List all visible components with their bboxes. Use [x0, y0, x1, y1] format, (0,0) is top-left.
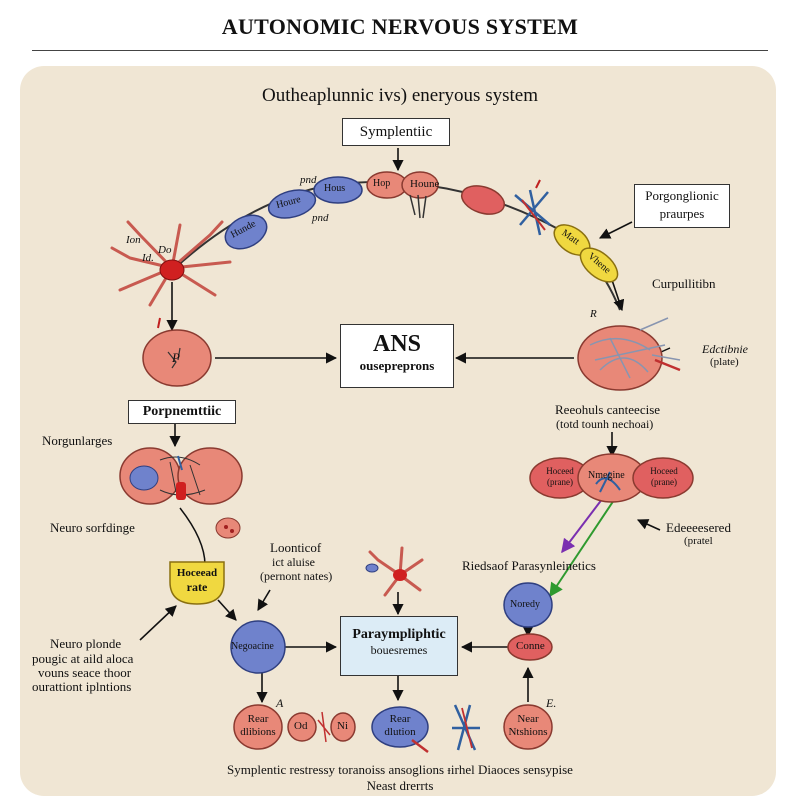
page-title: AUTONOMIC NERVOUS SYSTEM: [221, 14, 579, 39]
label-loonticof-1: Loonticof: [270, 540, 322, 555]
neuron-left: [110, 220, 232, 307]
sympathetic-box-label: Symplentiic: [359, 124, 433, 140]
cell-label-top-3: Hous: [324, 183, 346, 194]
label-neuro-sorfdinge: Neuro sorfdinge: [50, 520, 135, 535]
label-neuro-plonde-2: pougic at aild aloca: [32, 651, 134, 666]
label-pnd-top: pnd: [300, 174, 317, 186]
cell-label-top-5: Houne: [410, 178, 440, 190]
title-divider: [32, 50, 768, 51]
neuron-center: [365, 546, 424, 597]
parasympathetic-left-box-label: Porpnemttiic: [142, 404, 222, 419]
cell-label-bottom-right: Near Ntshions: [508, 713, 548, 738]
cell-label-blue-right: Noredy: [510, 599, 540, 610]
cell-label-bottom-left: Rear dlibions: [240, 713, 276, 738]
cell-label-bottom-small-1: Od: [294, 720, 308, 732]
blue-cell-top-3: [313, 176, 363, 204]
bottom-caption-1: Symplentic restressy toranoiss ansoglion…: [227, 762, 573, 777]
blue-cell-top-1: [224, 214, 268, 250]
right-row-cells: [529, 453, 694, 503]
yellow-shield-title: Hoceead: [176, 567, 218, 579]
label-do: Do: [158, 244, 172, 256]
yellow-cell-2: [579, 247, 619, 283]
cell-label-red-right: Conne: [516, 640, 545, 652]
label-recohus-2: (totd tounh nechoai): [556, 417, 654, 431]
cell-label-blue-left: Negoacine: [231, 641, 274, 652]
small-red-cell: [215, 517, 241, 539]
yellow-shield-sub: rate: [186, 580, 208, 594]
red-cell-top-6: [460, 185, 506, 215]
label-e-mark: E.: [546, 696, 557, 710]
arrow-label-to-yellow: [598, 221, 633, 239]
cell-label-right-small-left: Hoceed (prane): [546, 466, 574, 487]
arrow-loop-to-yellow: [179, 507, 206, 566]
parasympathetic-left-box: Porpnemttiic: [128, 400, 236, 424]
cell-label-bottom-small-2: Ni: [337, 720, 348, 732]
label-r-mark: R: [590, 308, 597, 320]
bottom-caption-2: Neast drerrts: [366, 778, 434, 793]
bottom-small-cell-2: [330, 712, 356, 742]
red-cell-top-5: [401, 171, 439, 199]
arrow-green: [549, 493, 619, 598]
label-recohus-1: Reeohuls canteecise: [555, 402, 661, 417]
blue-cell-left-bottom: [230, 620, 286, 674]
label-id: Id.: [142, 252, 154, 264]
label-ion: Ion: [126, 234, 141, 246]
postganglionic-box: Porgonglionic praurpes: [634, 184, 730, 228]
bottom-left-cell: [233, 704, 283, 750]
label-a-mark: A: [276, 696, 284, 710]
ans-center-box: ANS ousepreprons: [340, 324, 454, 388]
label-edctibne: Edctibnie: [702, 342, 748, 356]
label-p-mark: P: [172, 350, 180, 365]
parasympathetic-center-title: Paraympliphtic: [352, 627, 446, 642]
cell-label-right-middle: Nmegine: [588, 470, 625, 481]
parasympathetic-center-box: Paraympliphtic bouesremes: [340, 616, 458, 676]
arrow-label-to-blue: [257, 589, 271, 611]
diagram-subtitle: Outheaplunnic ivs) eneryous system: [262, 85, 538, 106]
label-edctibne-sub: (plate): [710, 356, 739, 368]
ans-title: ANS: [372, 331, 421, 357]
arrow-text-to-yellow: [139, 605, 177, 641]
blue-cell-right: [503, 582, 553, 628]
cell-label-top-4: Hop: [373, 178, 391, 189]
ans-subtitle: ousepreprons: [359, 358, 435, 373]
postganglionic-box-label: Porgonglionic praurpes: [645, 188, 719, 221]
parasympathetic-center-sub: bouesremes: [370, 643, 428, 657]
label-neuro-plonde-1: Neuro plonde: [50, 636, 122, 651]
label-riedsaof: Riedsaof Parasynleinetics: [462, 558, 596, 573]
label-loonticof-2: ict aluise: [272, 555, 315, 569]
bottom-small-cell-1: [287, 712, 317, 742]
label-pnd-bottom: pnd: [312, 212, 329, 224]
label-neuro-plonde-4: ourattiont iplntions: [32, 679, 132, 694]
bottom-right-cell: [503, 704, 553, 750]
synapse-cross-top: [514, 189, 551, 236]
label-curpullitibn: Curpullitibn: [652, 276, 716, 291]
synapse-cross-bottom: [452, 704, 480, 751]
sympathetic-box: Symplentiic: [342, 118, 450, 146]
label-neuro-plonde-3: vouns seace thoor: [38, 665, 132, 680]
arrow-yellow-to-blue: [217, 599, 237, 621]
synapse-mark-top: [409, 194, 427, 219]
label-edeesesered-sub: (pratel: [684, 535, 713, 547]
arrow-yellow-to-right: [611, 279, 625, 312]
label-edeesesered: Edeeeesered: [666, 520, 731, 535]
red-cell-right: [507, 633, 553, 661]
yellow-shield: [169, 561, 225, 605]
left-round-cell: [142, 329, 212, 387]
cell-label-right-small-right: Hoceed (prane): [650, 466, 678, 487]
blue-cell-top-2: [267, 189, 317, 219]
right-round-cell: [577, 317, 681, 391]
label-loonticof-3: (pernont nates): [260, 569, 333, 583]
label-norgunlarges: Norgunlarges: [42, 433, 113, 448]
cell-label-bottom-center: Rear dlution: [384, 713, 416, 738]
arrow-text-to-small-cell: [636, 519, 661, 531]
left-pair-cells: [119, 447, 243, 505]
bottom-center-cell: [371, 706, 429, 748]
